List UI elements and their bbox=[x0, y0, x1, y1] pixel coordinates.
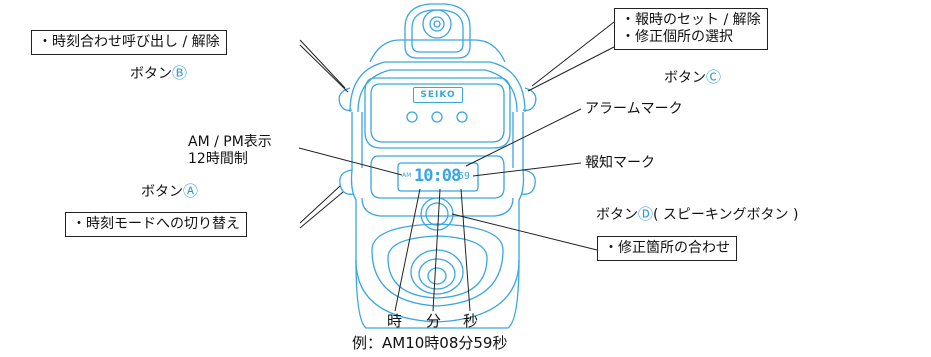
button-c-desc-line2: ・修正個所の選択 bbox=[621, 29, 733, 45]
lcd-seconds: 59 bbox=[458, 171, 471, 182]
button-d-description: ・修正箇所の合わせ bbox=[597, 236, 737, 261]
button-b-description: ・時刻合わせ呼び出し / 解除 bbox=[31, 30, 227, 55]
lcd-display: AM 10:08 59 bbox=[400, 165, 476, 189]
button-c-name: ボタン bbox=[664, 70, 706, 86]
button-d-label: ボタンⒹ( スピーキングボタン ) bbox=[596, 206, 798, 224]
button-c-desc-line1: ・報時のセット / 解除 bbox=[621, 12, 761, 28]
alarm-mark-label: アラームマーク bbox=[585, 101, 683, 117]
hour-label: 時 bbox=[387, 312, 403, 330]
lcd-time: 10:08 bbox=[414, 166, 461, 186]
am-pm-line2: 12時間制 bbox=[188, 151, 248, 167]
button-d-mark: Ⓓ bbox=[638, 205, 654, 223]
button-a-label: ボタンⒶ bbox=[141, 183, 198, 201]
am-pm-line1: AM / PM表示 bbox=[188, 134, 272, 150]
button-a-description: ・時刻モードへの切り替え bbox=[65, 212, 247, 237]
button-d-name: ボタン bbox=[596, 207, 638, 223]
button-a-mark: Ⓐ bbox=[183, 182, 199, 200]
example-label: 例：AM10時08分59秒 bbox=[352, 334, 508, 352]
minute-label: 分 bbox=[426, 312, 442, 330]
button-c-mark: Ⓒ bbox=[706, 68, 722, 86]
am-pm-label: AM / PM表示 12時間制 bbox=[188, 134, 272, 168]
button-d-suffix: ( スピーキングボタン ) bbox=[653, 207, 799, 223]
button-c-description: ・報時のセット / 解除 ・修正個所の選択 bbox=[614, 8, 768, 50]
lcd-ampm: AM bbox=[402, 172, 412, 179]
button-b-label: ボタンⒷ bbox=[130, 65, 187, 83]
chime-mark-label: 報知マーク bbox=[585, 155, 655, 171]
button-b-mark: Ⓑ bbox=[172, 64, 188, 82]
button-b-name: ボタン bbox=[130, 66, 172, 82]
second-label: 秒 bbox=[463, 312, 479, 330]
button-a-name: ボタン bbox=[141, 184, 183, 200]
button-c-label: ボタンⒸ bbox=[664, 69, 721, 87]
brand-logo: SEIKO bbox=[413, 87, 463, 103]
